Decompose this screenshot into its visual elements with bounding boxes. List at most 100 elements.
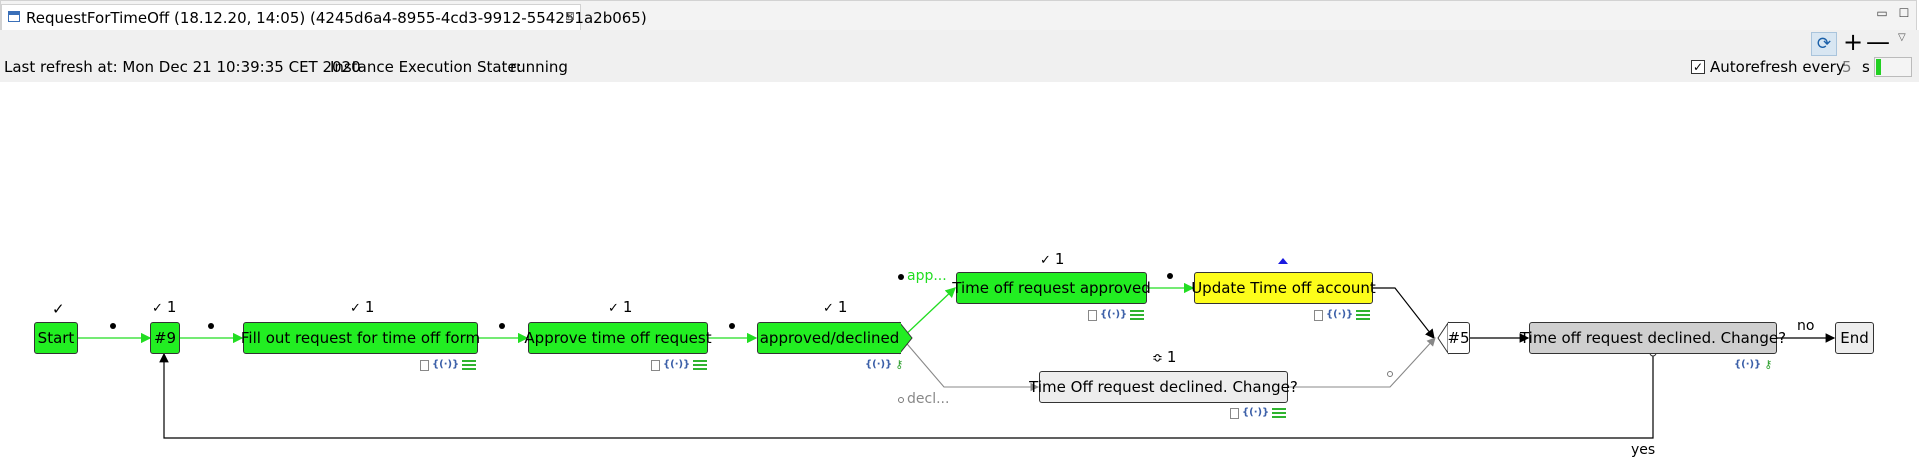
decision-gateway-tip <box>899 321 913 355</box>
fill-out-counter: ✓1 <box>350 298 375 316</box>
token-dot <box>1167 273 1173 279</box>
approve-counter: ✓1 <box>608 298 633 316</box>
edge-declined-merge5 <box>1288 337 1436 388</box>
declined-icons: {(·)} <box>1230 406 1287 420</box>
edge-yes-loop <box>159 352 1654 439</box>
condition-icon[interactable]: ⚷ <box>1764 358 1773 371</box>
editor-tabbar: RequestForTimeOff (18.12.20, 14:05) (424… <box>0 0 1917 31</box>
declined-counter: ≎1 <box>1152 348 1177 366</box>
list-icon[interactable] <box>1272 407 1287 419</box>
view-menu-icon[interactable]: ▽ <box>1898 32 1906 43</box>
token-empty <box>1387 371 1393 377</box>
autorefresh-checkbox[interactable]: ✓ <box>1691 60 1705 74</box>
editor-tab[interactable]: RequestForTimeOff (18.12.20, 14:05) (424… <box>1 4 647 31</box>
tab-title: RequestForTimeOff (18.12.20, 14:05) (424… <box>26 9 647 27</box>
flow-skipped <box>901 337 1436 392</box>
update-account-node[interactable]: Update Time off account <box>1191 272 1376 304</box>
update-icons: {(·)} <box>1314 308 1371 322</box>
parameter-icon[interactable]: {(·)} <box>1100 309 1128 320</box>
flow-taken <box>78 282 1195 344</box>
edge-label-yes: yes <box>1631 442 1656 458</box>
decision-node[interactable]: approved/declined <box>757 322 901 354</box>
end-label: End <box>1840 329 1869 347</box>
parameter-icon[interactable]: {(·)} <box>432 359 460 370</box>
list-icon[interactable] <box>1356 309 1371 321</box>
execution-state-value: running <box>510 58 568 76</box>
autorefresh-label: Autorefresh every <box>1710 58 1845 76</box>
maximize-icon[interactable]: ☐ <box>1898 6 1910 20</box>
zoom-in-icon[interactable]: + <box>1842 28 1864 56</box>
approved-icons: {(·)} <box>1088 308 1145 322</box>
edge-label-no: no <box>1797 318 1815 334</box>
edge-decision-approved <box>901 287 956 339</box>
start-completed-icon: ✓ <box>52 300 65 318</box>
document-icon[interactable] <box>420 359 429 371</box>
interval-slider-fill <box>1876 59 1881 75</box>
minimize-icon[interactable]: ▭ <box>1876 6 1888 20</box>
document-icon[interactable] <box>1230 407 1239 419</box>
parameter-icon[interactable]: {(·)} <box>1242 407 1270 418</box>
approve-request-label: Approve time off request <box>524 329 712 347</box>
start-node-label: Start <box>37 329 75 347</box>
declined-label: Time Off request declined. Change? <box>1029 378 1298 396</box>
merge5-label: #5 <box>1447 329 1470 347</box>
approved-label: Time off request approved <box>952 279 1151 297</box>
list-icon[interactable] <box>693 359 708 371</box>
interval-value[interactable]: 5 <box>1842 58 1852 76</box>
token-dot <box>110 323 116 329</box>
refresh-icon[interactable]: ⟳ <box>1811 32 1837 56</box>
process-diagram: Start ✓ #9 ✓1 Fill out request for time … <box>0 82 1919 476</box>
merge9-node[interactable]: #9 <box>150 322 180 354</box>
token-dot <box>499 323 505 329</box>
update-account-label: Update Time off account <box>1191 279 1376 297</box>
edge-update-merge5 <box>1373 287 1435 339</box>
zoom-out-icon[interactable]: — <box>1866 28 1890 56</box>
approve-icons: {(·)} <box>651 358 708 372</box>
document-icon[interactable] <box>1314 309 1323 321</box>
approved-node[interactable]: Time off request approved <box>952 272 1151 304</box>
loop-icon: ≎ <box>1152 351 1163 366</box>
execution-state-label: Instance Execution State: <box>330 58 522 76</box>
approved-counter: ✓1 <box>1040 250 1065 268</box>
declined-change-node[interactable]: Time off request declined. Change? <box>1520 322 1786 354</box>
token-dot <box>898 274 904 280</box>
list-icon[interactable] <box>1130 309 1145 321</box>
decision-icons: {(·)} ⚷ <box>865 358 903 372</box>
interval-unit: s <box>1862 58 1870 76</box>
approve-request-node[interactable]: Approve time off request <box>524 322 712 354</box>
end-node[interactable]: End <box>1835 322 1874 354</box>
running-marker-icon <box>1278 258 1288 264</box>
interval-slider[interactable] <box>1874 57 1912 77</box>
parameter-icon[interactable]: {(·)} <box>1734 359 1762 370</box>
window-icon <box>8 11 20 22</box>
token-empty <box>898 397 904 403</box>
edge-label-declined: decl... <box>907 391 950 407</box>
decision-counter: ✓1 <box>823 298 848 316</box>
declined-node[interactable]: Time Off request declined. Change? <box>1029 371 1298 403</box>
token-dot <box>208 323 214 329</box>
start-node[interactable]: Start <box>34 322 78 354</box>
merge9-node-label: #9 <box>153 329 177 347</box>
merge9-counter: ✓1 <box>152 298 177 316</box>
parameter-icon[interactable]: {(·)} <box>865 359 893 370</box>
token-dot <box>729 323 735 329</box>
declined-change-label: Time off request declined. Change? <box>1519 329 1787 347</box>
monitor-toolbar: Last refresh at: Mon Dec 21 10:39:35 CET… <box>0 30 1919 82</box>
document-icon[interactable] <box>651 359 660 371</box>
list-icon[interactable] <box>462 359 477 371</box>
document-icon[interactable] <box>1088 309 1097 321</box>
close-icon[interactable]: ⊠ <box>565 9 576 23</box>
decision-label: approved/declined <box>759 329 900 347</box>
fill-out-request-label: Fill out request for time off form <box>240 329 481 347</box>
last-refresh-label: Last refresh at: Mon Dec 21 10:39:35 CET… <box>4 58 361 76</box>
fill-out-request-node[interactable]: Fill out request for time off form <box>240 322 481 354</box>
merge5-node[interactable]: #5 <box>1447 322 1470 354</box>
fill-out-icons: {(·)} <box>420 358 477 372</box>
edge-label-approved: app... <box>907 268 947 284</box>
condition-icon[interactable]: ⚷ <box>895 358 904 371</box>
parameter-icon[interactable]: {(·)} <box>663 359 691 370</box>
edge-decision-declined <box>901 337 1040 392</box>
flow-pending <box>159 287 1836 439</box>
declined-change-icons: {(·)} ⚷ <box>1734 358 1772 372</box>
parameter-icon[interactable]: {(·)} <box>1326 309 1354 320</box>
